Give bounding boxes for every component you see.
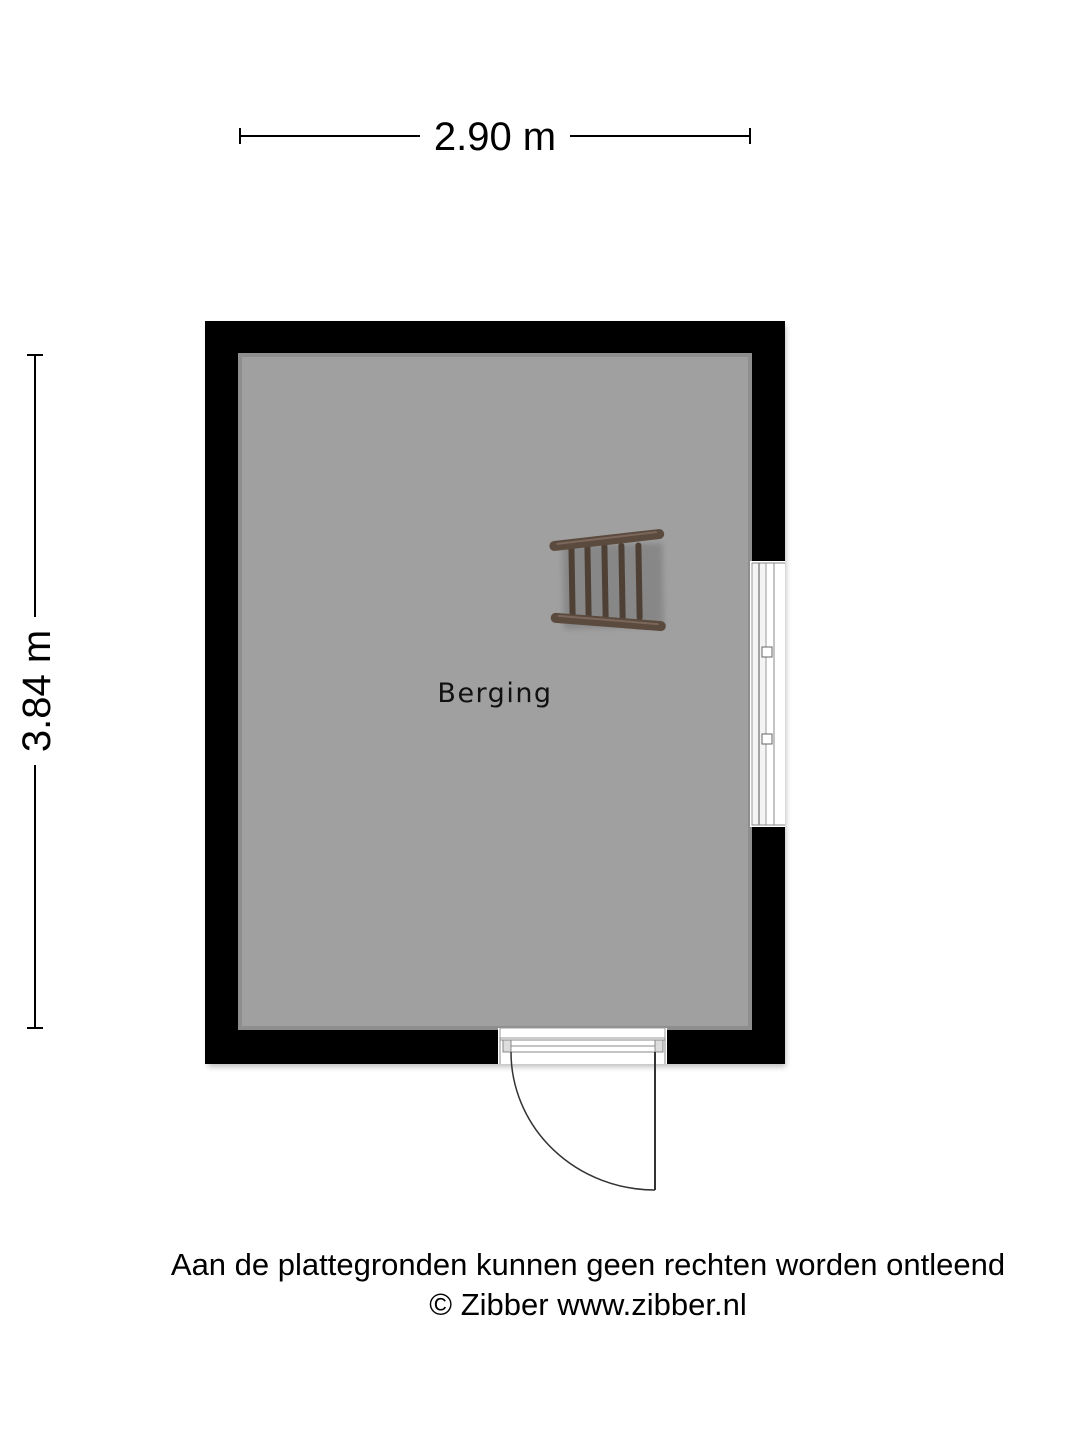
height-dimension: 3.84 m <box>15 354 59 1029</box>
room-label: Berging <box>437 678 552 709</box>
height-label: 3.84 m <box>15 630 59 752</box>
ladder-icon <box>549 529 666 632</box>
room-floor <box>240 355 750 1028</box>
door-swing-arc <box>510 1051 656 1191</box>
width-dimension: 2.90 m <box>239 115 751 159</box>
width-label: 2.90 m <box>434 115 556 159</box>
door <box>498 1027 667 1191</box>
window <box>750 561 785 827</box>
disclaimer-text: Aan de plattegronden kunnen geen rechten… <box>170 1247 1006 1282</box>
copyright-text: © Zibber www.zibber.nl <box>429 1287 747 1322</box>
